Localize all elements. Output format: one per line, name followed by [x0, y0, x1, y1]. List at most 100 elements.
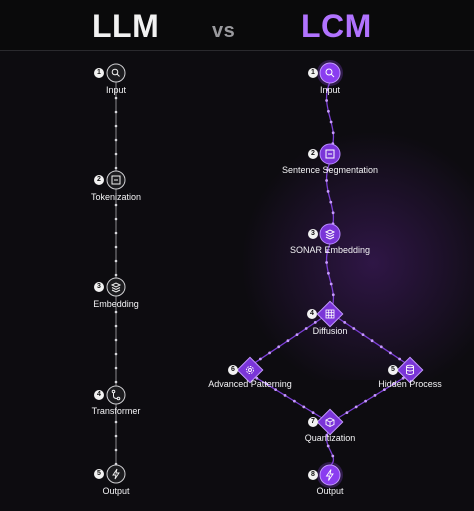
connector-dot [326, 444, 330, 448]
llm-label-tokenization: Tokenization [90, 192, 142, 202]
lcm-node-diffusion [316, 300, 344, 328]
connector-dot [293, 399, 296, 403]
vs-label: vs [212, 20, 236, 42]
connector-dot [114, 420, 118, 424]
connector-dot [277, 345, 281, 349]
connector-dot [352, 327, 356, 330]
llm-label-output: Output [102, 486, 130, 496]
gear-icon [246, 366, 254, 374]
lcm-node-output [317, 462, 343, 488]
lcm-node-quantization [316, 408, 344, 436]
connector-dot [354, 405, 358, 409]
llm-node-tokenization [106, 170, 126, 190]
connector-dot [331, 454, 335, 458]
lcm-label-advanced-patterning: Advanced Patterning [208, 379, 292, 389]
connector-dot [114, 110, 118, 114]
connector-dot [331, 131, 335, 135]
connector-dot [325, 261, 328, 264]
connector-dot [114, 152, 118, 156]
connector-dot [389, 351, 392, 355]
connector-dot [313, 321, 317, 324]
lcm-step-badge: 4 [307, 309, 317, 319]
connector-dot [326, 250, 329, 254]
bolt-icon [325, 469, 334, 481]
connector-dot [364, 399, 367, 403]
lcm-node-advanced-patterning [236, 356, 264, 384]
connector-dot [259, 357, 262, 361]
lcm-connector-dots [255, 88, 405, 458]
connector-dot [331, 211, 335, 215]
layers-icon [324, 229, 336, 240]
connector-dot [114, 124, 118, 128]
connector-dot [327, 271, 330, 275]
lcm-label-sonar-embedding: SONAR Embedding [289, 245, 371, 255]
connector-dot [326, 88, 329, 91]
lcm-label-hidden-process: Hidden Process [378, 379, 442, 389]
header-bar: LLM vs LCM [0, 0, 474, 51]
connector-dot [114, 338, 118, 342]
connector-dot [114, 273, 118, 277]
llm-node-output [106, 464, 126, 484]
lcm-edge-diffusion-patterning [249, 317, 323, 367]
connector-dot [286, 339, 290, 343]
llm-step-badge: 4 [94, 390, 104, 400]
lcm-label-quantization: Quantization [304, 433, 356, 443]
connector-dot [274, 388, 277, 391]
token-icon [111, 175, 121, 185]
connector-dot [392, 382, 396, 386]
lcm-label-input: Input [319, 85, 341, 95]
llm-step-badge: 2 [94, 175, 104, 185]
connector-dot [114, 96, 118, 100]
connector-dot [401, 376, 405, 380]
llm-node-transformer [106, 385, 126, 405]
connector-dot [329, 120, 333, 124]
lcm-node-hidden-process [396, 356, 424, 384]
connector-dot [114, 217, 118, 221]
connector-dot [114, 203, 118, 207]
connector-dot [114, 352, 118, 356]
connector-dot [398, 357, 401, 361]
lcm-step-badge: 6 [228, 365, 238, 375]
llm-label-embedding: Embedding [93, 299, 139, 309]
lcm-label-output: Output [316, 486, 344, 496]
lcm-step-badge: 8 [308, 470, 318, 480]
llm-node-embedding [106, 277, 126, 297]
connector-dot [114, 324, 118, 328]
connector-dot [326, 190, 330, 193]
lcm-connectors [249, 81, 411, 467]
connector-dot [114, 138, 118, 142]
connector-dot [343, 321, 347, 324]
layers-icon [110, 282, 122, 293]
connector-dot [114, 231, 118, 235]
connector-dot [327, 109, 330, 113]
connector-dot [283, 394, 287, 397]
branch-icon [111, 389, 121, 401]
connector-dot [295, 333, 299, 336]
connector-dot [383, 388, 386, 391]
connector-dot [255, 376, 259, 380]
grid-icon [325, 309, 335, 319]
lcm-step-badge: 2 [308, 149, 318, 159]
llm-label-input: Input [105, 85, 127, 95]
connector-dot [114, 166, 118, 170]
connector-dot [114, 448, 118, 452]
lcm-label-sentence-segmentation: Sentence Segmentation [281, 165, 379, 175]
llm-title: LLM [92, 8, 160, 44]
search-icon [111, 68, 120, 77]
llm-label-transformer: Transformer [91, 406, 141, 416]
connector-dot [114, 380, 118, 384]
llm-step-badge: 1 [94, 68, 104, 78]
bolt-icon [112, 468, 120, 480]
lcm-step-badge: 1 [308, 68, 318, 78]
connector-dot [311, 411, 315, 414]
connector-dot [264, 382, 268, 386]
connector-dot [329, 200, 333, 204]
connector-dot [114, 259, 118, 263]
connector-dot [268, 351, 271, 355]
connector-dot [370, 339, 374, 343]
lcm-step-badge: 5 [388, 365, 398, 375]
llm-step-badge: 5 [94, 469, 104, 479]
lcm-step-badge: 3 [308, 229, 318, 239]
cube-icon [325, 417, 335, 428]
connector-dot [379, 345, 383, 349]
